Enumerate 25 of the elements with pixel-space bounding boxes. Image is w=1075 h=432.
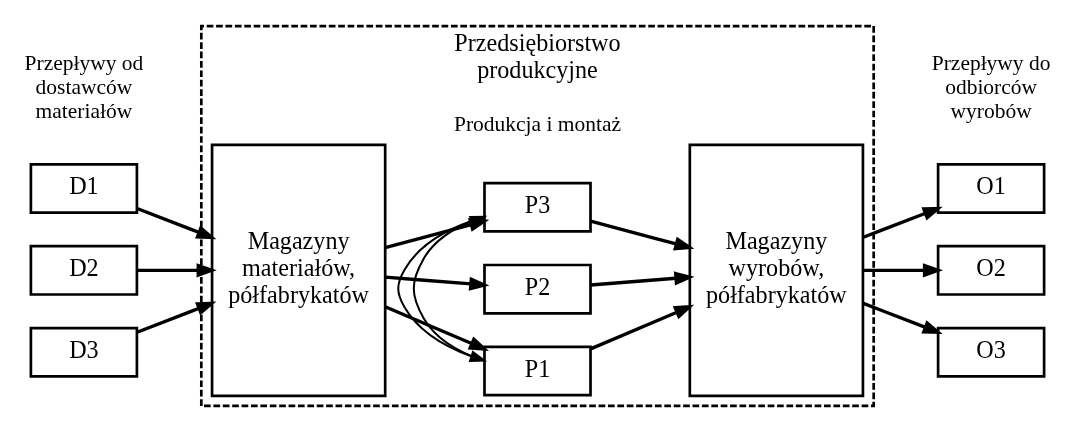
- node-box: P3: [483, 181, 592, 233]
- node-box: D3: [29, 326, 139, 378]
- arrow: [590, 304, 695, 351]
- node-box: O2: [936, 244, 1046, 296]
- label: Przepływy od dostawców materiałów: [24, 51, 144, 124]
- label: Przepływy do odbiorców wyrobów: [931, 51, 1051, 124]
- arrow: [863, 263, 944, 278]
- arrow: [136, 301, 217, 334]
- arrow: [385, 275, 490, 291]
- node-box: P2: [483, 263, 592, 315]
- node-box: Magazyny wyrobów, półfabrykatów: [688, 143, 865, 398]
- node-box: Magazyny materiałów, półfabrykatów: [210, 143, 387, 398]
- arrow: [137, 263, 217, 278]
- arrow: [590, 271, 695, 287]
- arrow: [862, 301, 943, 335]
- arrow: [136, 206, 217, 240]
- node-box: O3: [936, 326, 1046, 378]
- arrow: [384, 305, 490, 351]
- node-box: O1: [936, 163, 1046, 214]
- label: Produkcja i montaż: [454, 111, 621, 136]
- arrow: [590, 219, 695, 251]
- node-box: D2: [29, 244, 139, 296]
- node-box: P1: [483, 345, 592, 397]
- arrow: [862, 206, 943, 239]
- node-box: D1: [29, 163, 139, 214]
